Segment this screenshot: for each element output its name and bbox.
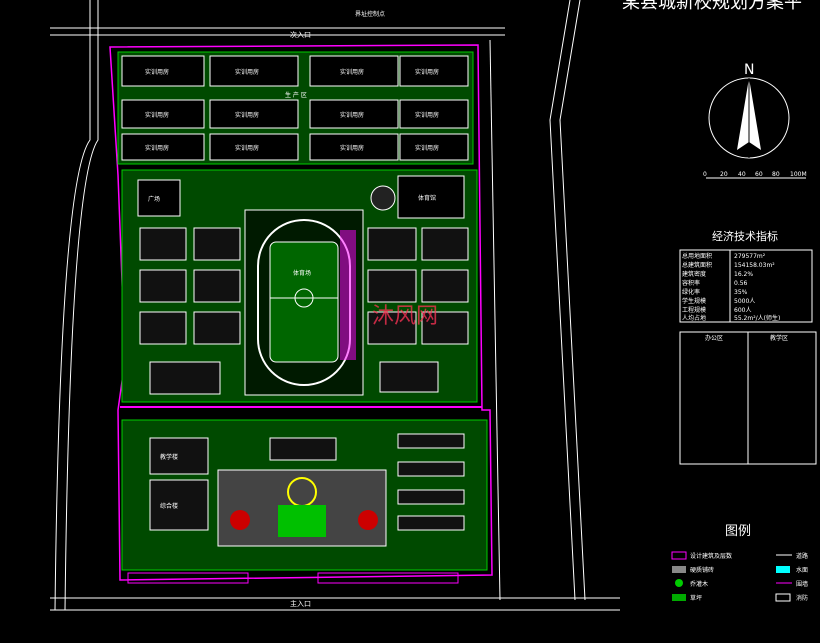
south-strip-b — [317, 572, 459, 584]
svg-text:建筑密度: 建筑密度 — [682, 270, 706, 278]
admin-building — [269, 437, 337, 461]
workshop-labels: 实训用房 实训用房 实训用房 实训用房 实训用房 实训用房 实训用房 实训用房 … — [145, 68, 439, 152]
svg-text:60: 60 — [755, 171, 763, 178]
flower-bed-right — [358, 510, 378, 530]
svg-text:道路: 道路 — [796, 552, 808, 560]
svg-text:围墙: 围墙 — [796, 580, 808, 588]
svg-text:教学区: 教学区 — [770, 334, 788, 342]
gym-label: 体育馆 — [418, 194, 436, 202]
dorm-blocks — [139, 227, 469, 345]
svg-text:20: 20 — [720, 171, 728, 178]
top-entrance-label: 次入口 — [290, 30, 311, 39]
svg-text:16.2%: 16.2% — [734, 271, 753, 278]
svg-text:40: 40 — [738, 171, 746, 178]
svg-text:35%: 35% — [734, 289, 748, 296]
svg-text:80: 80 — [772, 171, 780, 178]
svg-text:实训用房: 实训用房 — [340, 111, 364, 119]
svg-text:绿化率: 绿化率 — [682, 288, 700, 296]
svg-text:硬质铺砖: 硬质铺砖 — [690, 566, 714, 574]
svg-text:100M: 100M — [790, 171, 807, 178]
drawing-title: 某县城新校规划方案平 — [622, 0, 802, 13]
zone-label: 生 产 区 — [285, 91, 307, 99]
plaza-label: 广场 — [148, 195, 160, 203]
svg-text:实训用房: 实训用房 — [235, 144, 259, 152]
svg-text:教学楼: 教学楼 — [160, 453, 178, 461]
svg-text:综合楼: 综合楼 — [160, 502, 178, 510]
svg-text:实训用房: 实训用房 — [145, 111, 169, 119]
svg-text:消防: 消防 — [796, 594, 808, 602]
canteen — [149, 361, 221, 395]
svg-text:279577m²: 279577m² — [734, 253, 766, 260]
svg-text:工程规模: 工程规模 — [682, 306, 706, 314]
svg-text:0: 0 — [703, 171, 707, 178]
flower-bed-left — [230, 510, 250, 530]
svg-text:5000人: 5000人 — [734, 298, 755, 305]
svg-text:草坪: 草坪 — [690, 594, 702, 602]
svg-text:600人: 600人 — [734, 307, 751, 314]
track-label: 体育场 — [293, 269, 311, 277]
econ-table — [679, 249, 813, 323]
svg-text:实训用房: 实训用房 — [415, 111, 439, 119]
svg-text:容积率: 容积率 — [682, 279, 700, 287]
north-arrow-icon — [708, 77, 790, 159]
svg-text:总建筑面积: 总建筑面积 — [682, 261, 712, 269]
south-strip — [127, 572, 249, 584]
svg-text:0.56: 0.56 — [734, 280, 748, 287]
legend: 设计建筑及层数 硬质铺砖 乔灌木 草坪 道路 水面 围墙 消防 — [671, 551, 808, 602]
svg-text:人均占地: 人均占地 — [682, 314, 706, 322]
svg-text:55.2m²/人(师生): 55.2m²/人(师生) — [734, 314, 780, 322]
econ-title: 经济技术指标 — [712, 229, 778, 243]
svg-text:实训用房: 实训用房 — [415, 68, 439, 76]
garage — [379, 361, 439, 393]
grandstand — [340, 230, 356, 360]
svg-text:实训用房: 实训用房 — [145, 144, 169, 152]
football-field — [269, 241, 339, 363]
svg-text:实训用房: 实训用房 — [340, 68, 364, 76]
svg-text:实训用房: 实训用房 — [145, 68, 169, 76]
watermark: 沐风网 — [372, 304, 438, 329]
north-label: N — [744, 62, 754, 78]
legend-title: 图例 — [725, 524, 751, 539]
svg-text:实训用房: 实训用房 — [235, 111, 259, 119]
plaza-circle — [370, 185, 396, 211]
bottom-entrance-label: 主入口 — [290, 599, 311, 608]
teaching-building-b — [149, 479, 209, 531]
gym — [397, 175, 465, 219]
svg-text:实训用房: 实训用房 — [415, 144, 439, 152]
workshop-buildings — [121, 55, 469, 161]
apartment-blocks — [397, 433, 465, 531]
scale-labels: 0 20 40 60 80 100M — [703, 171, 807, 178]
teaching-building-a — [149, 437, 209, 475]
svg-text:办公区: 办公区 — [705, 334, 723, 342]
top-marker: 界址控制点 — [355, 10, 385, 18]
roads — [50, 0, 620, 611]
svg-text:实训用房: 实训用房 — [235, 68, 259, 76]
plaza — [137, 179, 181, 217]
econ-rows: 总用地面积 279577m² 总建筑面积 154158.03m² 建筑密度 16.2%… — [682, 252, 780, 322]
svg-text:学生规模: 学生规模 — [682, 297, 706, 305]
sub-table: 办公区 教学区 — [679, 331, 817, 465]
svg-text:总用地面积: 总用地面积 — [682, 252, 712, 260]
svg-text:乔灌木: 乔灌木 — [690, 580, 708, 588]
plaza-lawn — [278, 505, 326, 537]
svg-text:154158.03m²: 154158.03m² — [734, 262, 775, 269]
svg-text:设计建筑及层数: 设计建筑及层数 — [690, 552, 732, 560]
svg-text:实训用房: 实训用房 — [340, 144, 364, 152]
svg-text:水面: 水面 — [796, 566, 808, 574]
